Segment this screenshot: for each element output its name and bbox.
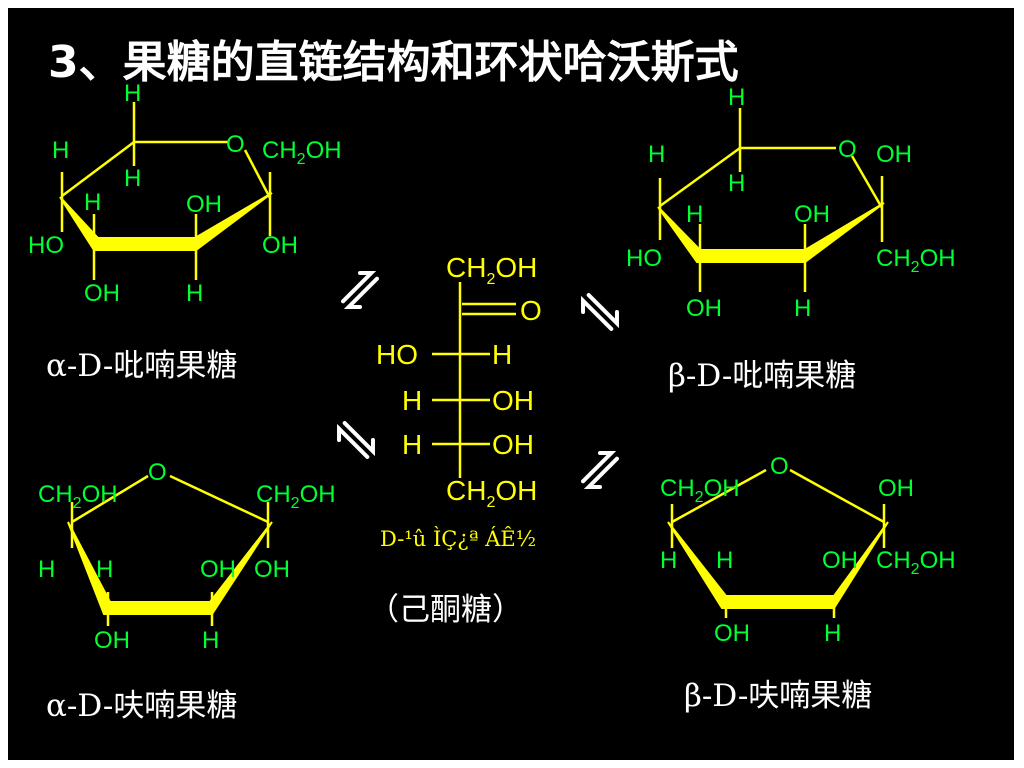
beta-fur-oh-c3: OH <box>822 547 858 574</box>
alpha-fur-oh-c2: OH <box>254 556 290 583</box>
alpha-pyr-ho-c6: HO <box>28 232 64 259</box>
chain-h-c5: H <box>402 429 422 460</box>
beta-pyr-h-c3: H <box>794 295 811 322</box>
slide-board <box>8 8 1014 760</box>
beta-fur-h-c4: H <box>716 547 733 574</box>
open-chain-fischer-structure: CH2OH O HO H H OH H OH CH2OH D-¹û ÌÇ¿ª Á… <box>376 252 542 551</box>
chain-h-c4: H <box>402 385 422 416</box>
equilibrium-arrow-icon <box>581 451 619 489</box>
beta-pyr-h-c6: H <box>648 141 665 168</box>
alpha-furanose-structure: O CH2OH CH2OH H H OH OH OH H <box>38 459 336 654</box>
beta-pyr-oh-c3: OH <box>794 201 830 228</box>
chain-ch2oh-bottom: CH2OH <box>446 475 537 511</box>
caption-alpha-furanose: α-D-呋喃果糖 <box>46 688 238 724</box>
alpha-fur-oh-bottom: OH <box>94 627 130 654</box>
chain-h-c3: H <box>492 339 512 370</box>
caption-ketose-note: （己酮糖） <box>368 592 523 628</box>
beta-pyr-ch2oh: CH2OH <box>876 245 956 276</box>
equilibrium-arrow-icon <box>337 421 375 459</box>
beta-pyr-oh-c5: OH <box>686 295 722 322</box>
alpha-pyr-oh-c2: OH <box>262 232 298 259</box>
alpha-fur-h-c4: H <box>96 556 113 583</box>
caption-beta-furanose: β-D-呋喃果糖 <box>684 678 873 714</box>
alpha-fur-h-c5: H <box>38 556 55 583</box>
caption-beta-pyranose: β-D-吡喃果糖 <box>668 358 857 394</box>
alpha-pyr-h-c5: H <box>124 165 141 192</box>
alpha-pyr-h-c3: H <box>186 280 203 307</box>
beta-fur-ring-o: O <box>770 453 789 480</box>
chain-oh-c4: OH <box>492 385 534 416</box>
beta-fur-h-c5: H <box>660 547 677 574</box>
alpha-fur-ring-o: O <box>148 459 167 486</box>
beta-fur-ch2oh: CH2OH <box>660 475 740 506</box>
chain-ho-c3: HO <box>376 339 418 370</box>
alpha-fur-oh-c3: OH <box>200 556 236 583</box>
alpha-pyr-ch2oh: CH2OH <box>262 137 342 168</box>
beta-furanose-structure: O CH2OH OH H H OH CH2OH OH H <box>660 453 956 647</box>
equilibrium-arrow-icon <box>581 293 619 331</box>
caption-alpha-pyranose: α-D-吡喃果糖 <box>46 348 238 384</box>
alpha-pyr-h-c6: H <box>52 137 69 164</box>
beta-fur-ch2oh-c2: CH2OH <box>876 547 956 578</box>
chain-oh-c5: OH <box>492 429 534 460</box>
chain-carbonyl-o: O <box>520 295 542 326</box>
alpha-fur-ch2oh-left: CH2OH <box>38 481 118 512</box>
chain-ch2oh-top: CH2OH <box>446 252 537 288</box>
beta-pyr-oh-c2: OH <box>876 141 912 168</box>
alpha-pyr-oh-c5: OH <box>84 280 120 307</box>
beta-pyr-ho-c6: HO <box>626 245 662 272</box>
equilibrium-arrow-icon <box>341 271 379 309</box>
beta-pyr-h-top: H <box>728 84 745 111</box>
alpha-pyr-oh-c3: OH <box>186 191 222 218</box>
beta-pyr-h-c5: H <box>728 170 745 197</box>
alpha-pyr-h-top: H <box>124 80 141 107</box>
alpha-pyr-h-c4: H <box>84 189 101 216</box>
beta-pyr-h-c4: H <box>686 201 703 228</box>
beta-fur-h-bottom: H <box>824 620 841 647</box>
alpha-pyr-ring-o: O <box>226 131 245 158</box>
slide-title: 3、果糖的直链结构和环状哈沃斯式 <box>48 37 739 88</box>
alpha-fur-ch2oh-right: CH2OH <box>256 481 336 512</box>
beta-pyr-ring-o: O <box>838 136 857 163</box>
alpha-pyranose-structure: H H H O CH2OH H OH HO OH OH H <box>28 80 342 307</box>
alpha-fur-h-bottom: H <box>202 627 219 654</box>
beta-fur-oh-bottom: OH <box>714 620 750 647</box>
chain-name-garbled: D-¹û ÌÇ¿ª ÁÊ½ <box>380 527 536 551</box>
beta-fur-oh-c2: OH <box>878 475 914 502</box>
beta-pyranose-structure: H H H O OH H OH HO CH2OH OH H <box>626 84 956 322</box>
